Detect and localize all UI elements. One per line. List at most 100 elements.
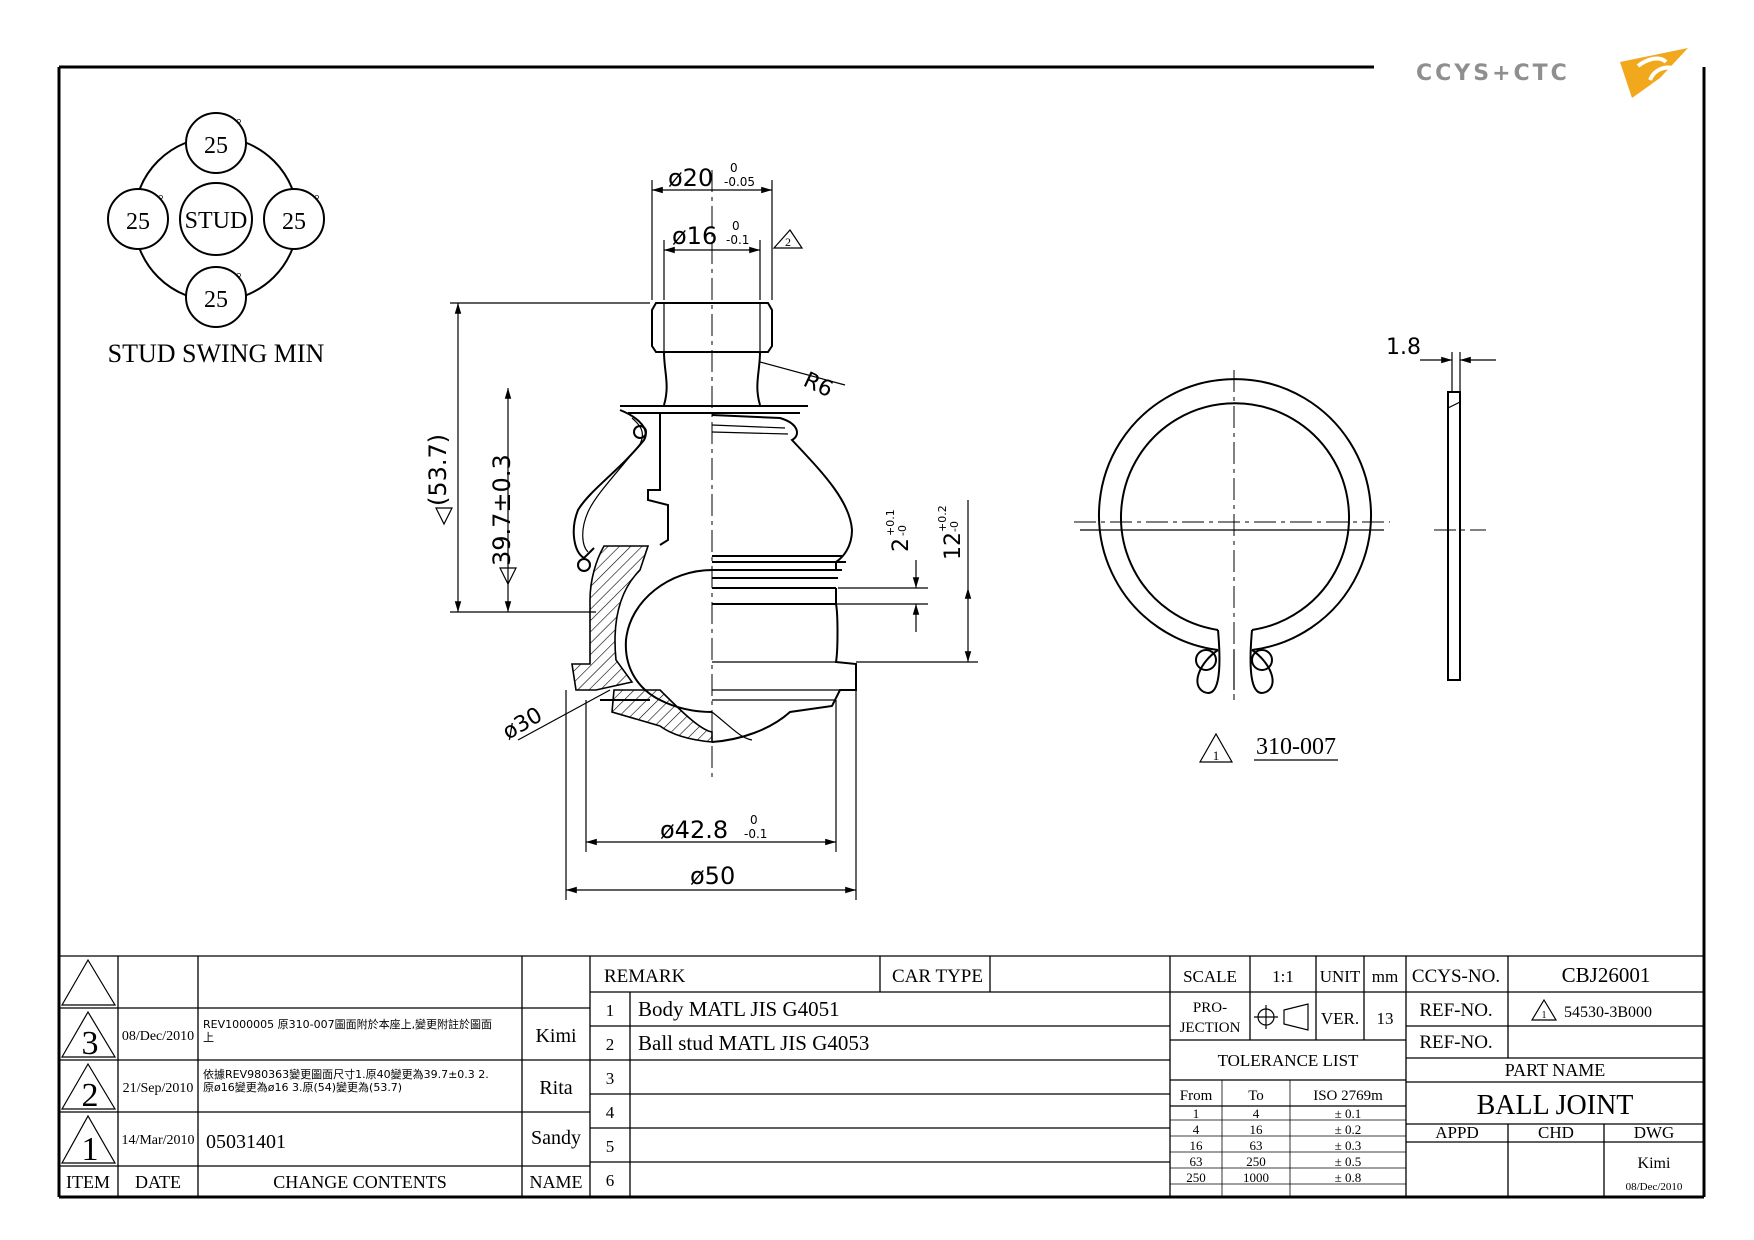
- swing-angle-left: 25: [126, 209, 150, 235]
- svg-text:ø42.8: ø42.8: [660, 816, 728, 844]
- tolerance-header: From: [1180, 1088, 1213, 1104]
- svg-text:1: 1: [1193, 1106, 1200, 1121]
- snap-ring-side-view: [1420, 352, 1496, 681]
- swing-angle-right: 25: [282, 209, 306, 235]
- header-name: NAME: [530, 1172, 583, 1192]
- tolerance-title: TOLERANCE LIST: [1218, 1051, 1359, 1070]
- svg-text:310-007: 310-007: [1256, 734, 1336, 760]
- car-type-label: CAR TYPE: [892, 966, 983, 987]
- ver-label: VER.: [1321, 1009, 1359, 1028]
- revision-row: 2 21/Sep/2010 依據REV980363變更圖面尺寸1.原40變更為3…: [82, 1068, 573, 1114]
- header-item: ITEM: [66, 1172, 110, 1192]
- revision-mark: 1: [82, 1131, 99, 1168]
- header-date: DATE: [135, 1172, 181, 1192]
- company-logo: CCYS+CTC: [1416, 48, 1688, 98]
- title-block-grid: [59, 955, 1704, 1197]
- scale-block: SCALE 1:1 UNIT mm PRO- JECTION VER. 13: [1180, 967, 1399, 1036]
- dim-height: 39.7±0.3: [488, 454, 517, 586]
- revision-triangle-icon: [60, 1062, 117, 1110]
- svg-text:0: 0: [730, 161, 738, 175]
- svg-text:± 0.2: ± 0.2: [1335, 1122, 1362, 1137]
- revision-row: 3 08/Dec/2010 REV1000005 原310-007圖面附於本座上…: [82, 1018, 577, 1062]
- tolerance-header: To: [1248, 1088, 1264, 1104]
- svg-text:16: 16: [1250, 1122, 1264, 1137]
- part-name-label: PART NAME: [1505, 1060, 1605, 1080]
- ver-value: 13: [1377, 1009, 1394, 1028]
- ccys-number: CBJ26001: [1562, 963, 1651, 987]
- stud-label: STUD: [185, 208, 248, 234]
- remark-text: Ball stud MATL JIS G4053: [638, 1031, 869, 1055]
- unit-label: UNIT: [1320, 967, 1361, 986]
- dim-housing: ø42.8 0 -0.1: [660, 813, 767, 844]
- dim-gap-small: 2 +0.1 -0: [884, 509, 914, 552]
- svg-text:1: 1: [1213, 748, 1220, 763]
- svg-text:ø16: ø16: [672, 222, 717, 250]
- svg-text:(53.7): (53.7): [424, 434, 452, 506]
- revision-triangle-icon: [60, 1114, 117, 1164]
- svg-text:12: 12: [941, 532, 966, 560]
- svg-text:4: 4: [1253, 1106, 1260, 1121]
- svg-text:4: 4: [1193, 1122, 1200, 1137]
- unit-value: mm: [1372, 967, 1398, 986]
- revision-mark: 3: [82, 1025, 99, 1062]
- remark-no: 2: [606, 1035, 615, 1054]
- projection-label: JECTION: [1180, 1020, 1241, 1036]
- dwg-date: 08/Dec/2010: [1626, 1181, 1683, 1193]
- dim-ring-thickness: 1.8: [1386, 335, 1421, 360]
- dim-top-outer: ø20 0 -0.05: [668, 161, 755, 192]
- svg-text:250: 250: [1186, 1170, 1206, 1185]
- remark-no: 5: [606, 1137, 615, 1156]
- scale-label: SCALE: [1183, 967, 1237, 986]
- dim-top-inner: ø16 0 -0.1 2: [672, 219, 804, 250]
- revision-name: Kimi: [535, 1025, 577, 1047]
- ref-label: REF-NO.: [1419, 1000, 1492, 1021]
- part-name: BALL JOINT: [1477, 1090, 1634, 1121]
- ball-joint-section-view: [571, 170, 857, 780]
- snap-ring-front-view: [1074, 370, 1390, 700]
- sheet-border: [57, 65, 1706, 1199]
- ref-label: REF-NO.: [1419, 1032, 1492, 1053]
- revision-name: Sandy: [531, 1127, 581, 1149]
- chd-label: CHD: [1538, 1123, 1574, 1142]
- remark-no: 1: [606, 1001, 615, 1020]
- svg-text:± 0.5: ± 0.5: [1335, 1154, 1362, 1169]
- svg-text:ø20: ø20: [668, 164, 713, 192]
- svg-text:0: 0: [732, 219, 740, 233]
- revision-row: 1 14/Mar/2010 05031401 Sandy: [82, 1127, 582, 1168]
- svg-text:1: 1: [1542, 1010, 1547, 1021]
- tolerance-header: ISO 2769m: [1313, 1088, 1383, 1104]
- swing-angle-bottom: 25: [204, 287, 228, 313]
- remark-no: 6: [606, 1171, 615, 1190]
- svg-text:-0.1: -0.1: [744, 827, 767, 841]
- dim-gap-large: 12 +0.2 -0: [936, 505, 966, 560]
- tolerance-row: 1 4 ± 0.1: [1193, 1106, 1362, 1121]
- svg-text:2: 2: [785, 235, 791, 249]
- swing-angle-top: 25: [204, 133, 228, 159]
- svg-text:16: 16: [1190, 1138, 1204, 1153]
- revision-name: Rita: [539, 1077, 572, 1099]
- svg-text:± 0.3: ± 0.3: [1335, 1138, 1362, 1153]
- remark-header: REMARK: [604, 966, 686, 987]
- svg-text:1000: 1000: [1243, 1170, 1269, 1185]
- remark-table: REMARK CAR TYPE 1 Body MATL JIS G4051 2 …: [604, 966, 983, 1190]
- appd-label: APPD: [1435, 1123, 1478, 1142]
- revision-content: 05031401: [206, 1131, 286, 1153]
- dim-radius: R6: [799, 368, 836, 403]
- svg-text:+0.2: +0.2: [936, 505, 949, 532]
- ref-number: 54530-3B000: [1564, 1004, 1652, 1021]
- remark-text: Body MATL JIS G4051: [638, 997, 840, 1021]
- stud-swing-caption: STUD SWING MIN: [108, 339, 325, 368]
- svg-text:39.7±0.3: 39.7±0.3: [488, 454, 516, 566]
- svg-text:-0.05: -0.05: [724, 175, 755, 189]
- header-contents: CHANGE CONTENTS: [273, 1172, 447, 1192]
- svg-text:63: 63: [1250, 1138, 1263, 1153]
- revision-content: 依據REV980363變更圖面尺寸1.原40變更為39.7±0.3 2.原ø16…: [203, 1068, 489, 1094]
- revision-triangle-icon: [435, 507, 453, 526]
- dwg-label: DWG: [1634, 1123, 1675, 1142]
- third-angle-projection-icon: [1254, 1003, 1309, 1031]
- revision-triangle-icon: [1198, 732, 1234, 763]
- svg-text:63: 63: [1190, 1154, 1203, 1169]
- svg-text:± 0.1: ± 0.1: [1335, 1106, 1362, 1121]
